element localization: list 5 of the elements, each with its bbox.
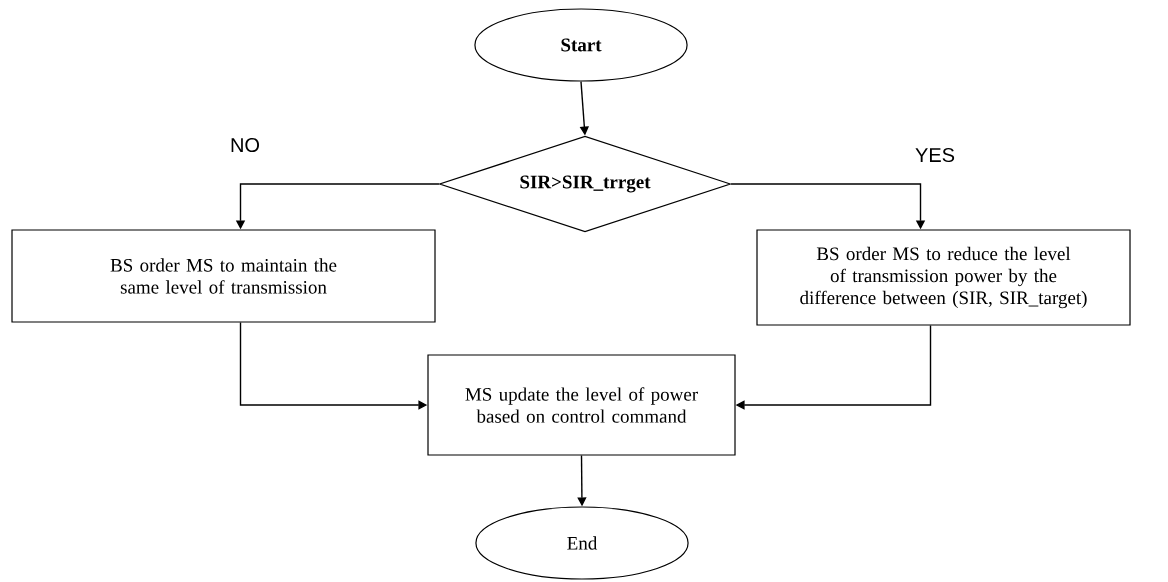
edge-label: YES [913, 145, 957, 165]
process-box: BS order MS to reduce the level of transmission power by the difference between (SIR, SIR_target) [756, 229, 1131, 326]
process-box: BS order MS to maintain the same level of transmission [11, 229, 436, 323]
process-box: MS update the level of power based on control command [427, 354, 736, 456]
edge-label: NO [228, 135, 262, 155]
